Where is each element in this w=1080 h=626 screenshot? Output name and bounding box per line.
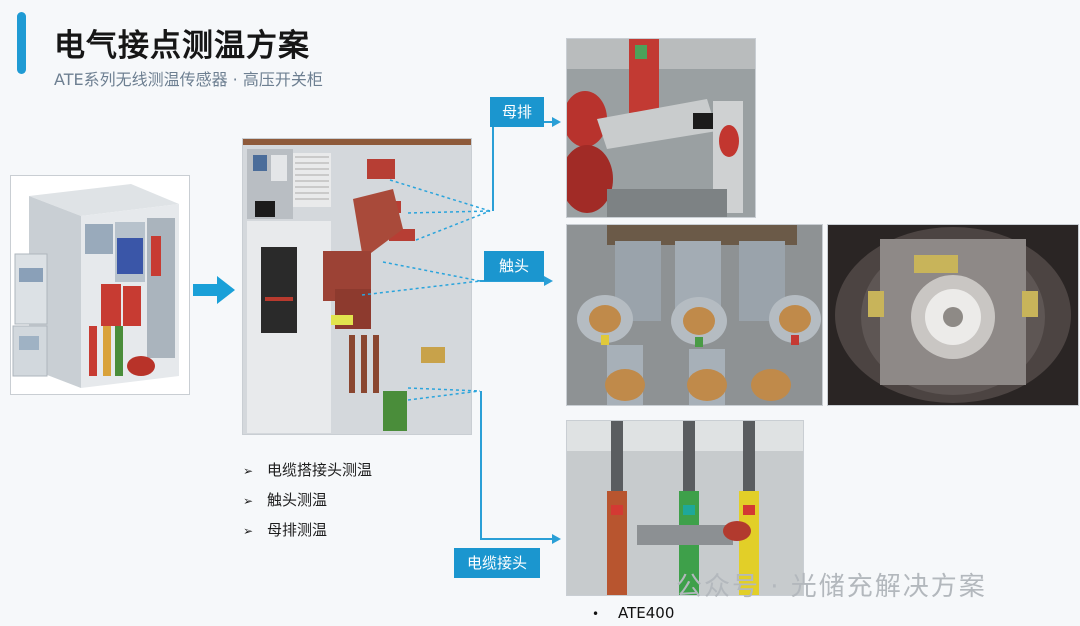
- cable-joint-photo: [566, 420, 804, 596]
- arrow-bullet-icon: ➢: [243, 524, 254, 538]
- contact-label: 触头: [484, 251, 544, 281]
- arrow-bullet-icon: ➢: [243, 464, 254, 478]
- cable-connector-line-bottom: [480, 538, 554, 540]
- model-list-item: •ATE400: [592, 604, 675, 622]
- busbar-photo: [566, 38, 756, 218]
- measurement-points-list: ➢电缆搭接头测温 ➢触头测温 ➢母排测温: [243, 455, 372, 545]
- cable-joint-label: 电缆接头: [454, 548, 540, 578]
- switchgear-cabinet-photo: [10, 175, 190, 395]
- busbar-connector-line: [492, 121, 494, 211]
- page-title: 电气接点测温方案: [54, 28, 310, 64]
- dot-bullet-icon: •: [592, 607, 600, 621]
- page-subtitle: ATE系列无线测温传感器 · 高压开关柜: [54, 70, 323, 89]
- contact-photo-arms: [566, 224, 823, 406]
- title-accent-bar: [17, 12, 26, 74]
- contact-arrow-icon: [544, 276, 553, 286]
- busbar-label: 母排: [490, 97, 544, 127]
- contact-photo-closeup: [827, 224, 1079, 406]
- contact-connector-line: [480, 280, 546, 282]
- list-item: ➢母排测温: [243, 515, 372, 545]
- busbar-arrow-icon: [552, 117, 561, 127]
- cable-arrow-icon: [552, 534, 561, 544]
- arrow-bullet-icon: ➢: [243, 494, 254, 508]
- cable-connector-line: [480, 391, 482, 539]
- watermark-text: 公众号 · 光储充解决方案: [676, 572, 987, 602]
- right-arrow-icon: [193, 276, 235, 304]
- switchgear-cross-section-diagram: [242, 138, 472, 435]
- list-item: ➢电缆搭接头测温: [243, 455, 372, 485]
- list-item: ➢触头测温: [243, 485, 372, 515]
